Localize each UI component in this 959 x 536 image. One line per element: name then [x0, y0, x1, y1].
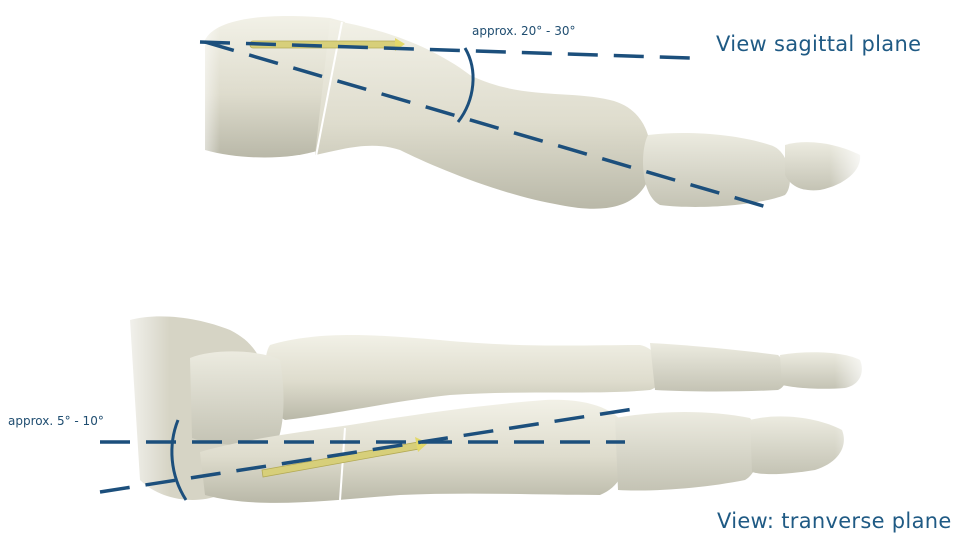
transverse-fade-right: [835, 340, 875, 490]
transverse-view: [100, 300, 875, 520]
sagittal-view-title: View sagittal plane: [716, 32, 921, 56]
transverse-angle-label: approx. 5° - 10°: [8, 414, 104, 428]
transverse-upper-proximal-phalanx: [650, 343, 787, 392]
transverse-lower-distal-phalanx: [750, 416, 844, 474]
transverse-cuneiform-block: [190, 351, 284, 444]
transverse-lower-proximal-phalanx: [615, 412, 760, 491]
transverse-second-metatarsal: [265, 335, 661, 420]
transverse-fade-left: [110, 300, 170, 520]
sagittal-proximal-phalanx: [643, 133, 790, 207]
sagittal-fade-right: [830, 125, 870, 205]
sagittal-fade-left: [190, 10, 220, 170]
sagittal-angle-label: approx. 20° - 30°: [472, 24, 575, 38]
transverse-view-title: View: tranverse plane: [717, 509, 952, 533]
